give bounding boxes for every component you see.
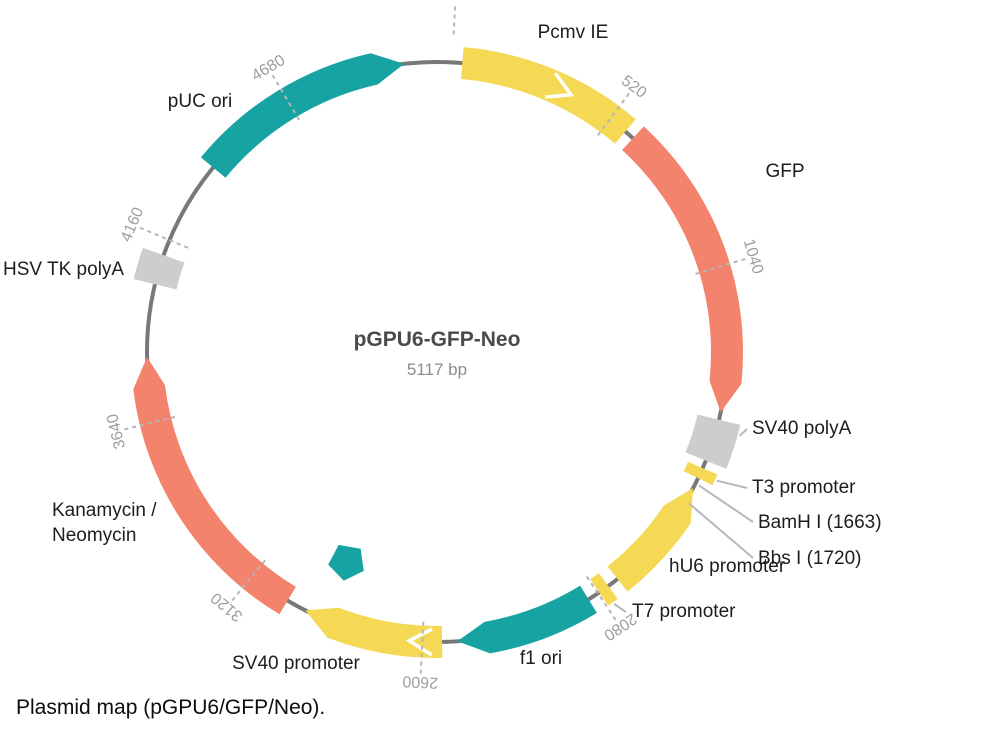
leader-bbsi [688, 502, 754, 559]
feature-arc-f1-ori [457, 585, 597, 654]
leader-t3 [716, 479, 748, 489]
label-puc-ori: pUC ori [168, 91, 232, 112]
tick-3120-label: 3120 [208, 589, 246, 625]
leader-sv40-polya [738, 428, 748, 437]
tick-3640-label: 3640 [104, 412, 129, 451]
tick-520-mark [597, 92, 630, 136]
label-pcmv-ie: Pcmv IE [538, 22, 609, 43]
feature-arc-sv40-promoter [305, 607, 443, 658]
feature-arc-hu6-promoter [607, 488, 694, 592]
tick-2080-mark [585, 576, 617, 621]
feature-arc-t7-promoter [590, 573, 618, 606]
label-hu6-promoter: hU6 promoter [669, 556, 786, 577]
feature-arc-gfp [622, 126, 744, 413]
plasmid-size-label: 5117 bp [407, 360, 467, 379]
feature-arc-hsv-tk-polya [133, 247, 185, 290]
tick-4160-label: 4160 [118, 205, 147, 244]
label-f1-ori: f1 ori [520, 648, 562, 669]
feature-arc-sv40-polya [685, 414, 741, 469]
tick-1040-mark [695, 257, 746, 275]
tick-top-mark [452, 4, 457, 35]
tick-2600-label: 2600 [402, 672, 439, 691]
figure-caption: Plasmid map (pGPU6/GFP/Neo). [16, 696, 326, 719]
label-sv40-polya: SV40 polyA [752, 418, 852, 439]
tick-4680-mark [271, 74, 301, 121]
tick-3120-mark [231, 559, 267, 602]
tick-4680-label: 4680 [249, 52, 288, 85]
pentagon-marker [328, 544, 364, 581]
label-bamhi: BamH I (1663) [758, 512, 882, 533]
feature-chevron-pcmv-ie [545, 72, 575, 99]
feature-arc-kan-neo [133, 357, 296, 615]
tick-2600-mark [419, 621, 425, 674]
label-kan-neo-line1: Kanamycin / [52, 500, 157, 521]
tick-1040-label: 1040 [740, 237, 767, 276]
label-kan-neo-line2: Neomycin [52, 525, 136, 546]
label-t7-promoter: T7 promoter [632, 601, 736, 622]
leader-bamhi [698, 484, 754, 523]
leader-t7 [613, 603, 627, 613]
feature-chevron-sv40-promoter [405, 627, 433, 657]
feature-arc-t3-promoter [683, 461, 718, 486]
label-gfp: GFP [765, 161, 804, 182]
tick-520-label: 520 [618, 72, 650, 102]
label-hsv-tk-polya: HSV TK polyA [3, 259, 124, 280]
label-sv40-promoter: SV40 promoter [232, 653, 360, 674]
label-bbsi: Bbs I (1720) [758, 548, 862, 569]
tick-3640-mark [124, 415, 176, 431]
tick-4160-mark [139, 226, 189, 249]
plasmid-title: pGPU6-GFP-Neo [354, 328, 521, 351]
label-t3-promoter: T3 promoter [752, 477, 856, 498]
feature-arc-puc-ori [200, 53, 405, 178]
